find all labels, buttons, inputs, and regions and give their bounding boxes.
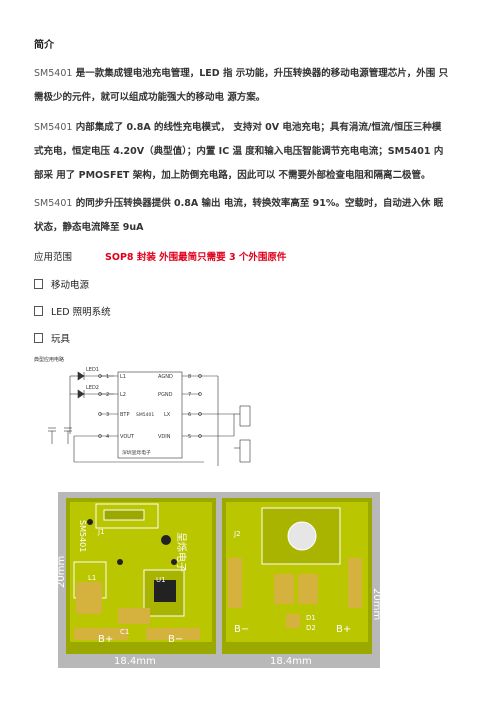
application-label: 应用范围 (34, 252, 73, 263)
doc-title: 简介 (34, 40, 54, 51)
bullet-item: 移动电源 (34, 279, 89, 292)
pin-name: PGND (158, 392, 173, 398)
pcb-left-height-dim: 20mm (58, 556, 67, 588)
para2-line3: 部采 用了 PMOSFET 架构，加上防倒充电路，因此可以 不需要外部检查电阻和… (34, 170, 431, 182)
application-range: 应用范围 SOP8 封装 外围最简只需要 3 个外围原件 (34, 252, 286, 264)
pcb-brand-label: 呈烁电子 (175, 532, 188, 572)
application-note: SOP8 封装 外围最简只需要 3 个外围原件 (105, 252, 287, 263)
pcb-layout-image: SM5401 呈烁电子 J1 L1 U1 C1 B+ B− 20mm 18.4m… (58, 492, 380, 668)
bullet-text: 移动电源 (51, 280, 90, 291)
output-connector-symbol (234, 439, 251, 463)
pin-number: 6 (188, 412, 191, 418)
led1-label: LED1 (86, 367, 99, 373)
para1-line2: 需极少的元件，就可以组成功能强大的移动电 源方案。 (34, 92, 265, 104)
pin-name: L1 (120, 374, 126, 380)
chip-body (117, 371, 183, 459)
para2-text3: 部采 用了 PMOSFET 架构，加上防倒充电路，因此可以 不需要外部检查电阻和… (34, 170, 431, 181)
checkbox-icon (34, 279, 43, 289)
chip-name: SM5401 (34, 68, 73, 79)
pcb-u1-label: U1 (156, 576, 166, 584)
pcb-j2-label: J2 (233, 530, 241, 538)
para2-line2: 式充电，恒定电压 4.20V（典型值）；内置 IC 温 度和输入电压智能调节充电… (34, 146, 443, 158)
para3-text1: 的同步升压转换器提供 0.8A 输出 电流，转换效率高至 91%。空载时，自动进… (72, 198, 444, 209)
pin-name: LX (164, 412, 171, 418)
pcb-d1-label: D1 (306, 614, 316, 622)
pin-number: 3 (106, 412, 109, 418)
para3-line2: 状态，静态电流降至 9uA (34, 222, 144, 234)
para2-line1: SM5401 内部集成了 0.8A 的线性充电模式， 支持对 0V 电池充电；具… (34, 122, 441, 134)
chip-footer-label: 深圳呈烁电子 (122, 449, 151, 456)
pcb-part-label: SM5401 (78, 520, 87, 552)
pcb-right-bminus-label: B− (234, 624, 249, 635)
pcb-j1-label: J1 (97, 528, 105, 536)
pin-name: BTP (120, 412, 130, 418)
pcb-left-bminus-label: B− (168, 634, 183, 645)
pin-name: VOUT (120, 434, 135, 440)
pin-name: AGND (158, 374, 173, 380)
pcb-left-bplus-label: B+ (98, 634, 113, 645)
usb-connector-symbol (234, 405, 251, 427)
bullet-text: LED 照明系统 (51, 307, 111, 318)
pcb-c1-label: C1 (120, 628, 129, 636)
chip-name: SM5401 (34, 122, 73, 133)
pin-number: 1 (106, 374, 109, 380)
pcb-right-height-dim: 20mm (371, 588, 380, 620)
pcb-right-bplus-label: B+ (336, 624, 351, 635)
application-circuit-schematic: 典型应用电路 LED1 LED2 SM5401 深圳呈烁电子 1 L1 2 L2… (34, 356, 251, 466)
chip-name: SM5401 (34, 198, 73, 209)
pcb-right-board: J2 D1 D2 B− B+ 20mm 18.4mm (222, 498, 380, 667)
pin-name: VDIN (158, 434, 171, 440)
bullet-text: 玩具 (51, 334, 71, 345)
para1-line1: SM5401 是一款集成锂电池充电管理，LED 指 示功能，升压转换器的移动电源… (34, 68, 448, 80)
pin-number: 2 (106, 392, 109, 398)
pcb-right-width-dim: 18.4mm (270, 656, 312, 667)
pcb-l1-label: L1 (88, 574, 96, 582)
bullet-item: 玩具 (34, 333, 70, 346)
pcb-d2-label: D2 (306, 624, 316, 632)
para1-text1: 是一款集成锂电池充电管理，LED 指 示功能，升压转换器的移动电源管理芯片，外围… (72, 68, 449, 79)
bullet-item: LED 照明系统 (34, 306, 111, 319)
chip-name-label: SM5401 (136, 412, 154, 418)
checkbox-icon (34, 306, 43, 316)
checkbox-icon (34, 333, 43, 343)
pcb-left-width-dim: 18.4mm (114, 656, 156, 667)
pin-number: 7 (188, 392, 191, 398)
para2-text2: 式充电，恒定电压 4.20V（典型值）；内置 IC 温 度和输入电压智能调节充电… (34, 146, 444, 157)
para3-text2: 状态，静态电流降至 9uA (34, 222, 144, 233)
para1-text2: 需极少的元件，就可以组成功能强大的移动电 源方案。 (34, 92, 266, 103)
led2-label: LED2 (86, 385, 99, 391)
pcb-left-board: SM5401 呈烁电子 J1 L1 U1 C1 B+ B− 20mm 18.4m… (58, 498, 216, 667)
input-capacitors (48, 427, 72, 444)
para2-text1: 内部集成了 0.8A 的线性充电模式， 支持对 0V 电池充电；具有涓流/恒流/… (72, 122, 442, 133)
schematic-heading: 典型应用电路 (34, 356, 64, 363)
pin-number: 5 (188, 434, 191, 440)
para3-line1: SM5401 的同步升压转换器提供 0.8A 输出 电流，转换效率高至 91%。… (34, 198, 443, 210)
pin-number: 4 (106, 434, 109, 440)
pin-number: 8 (188, 374, 191, 380)
pin-name: L2 (120, 392, 126, 398)
